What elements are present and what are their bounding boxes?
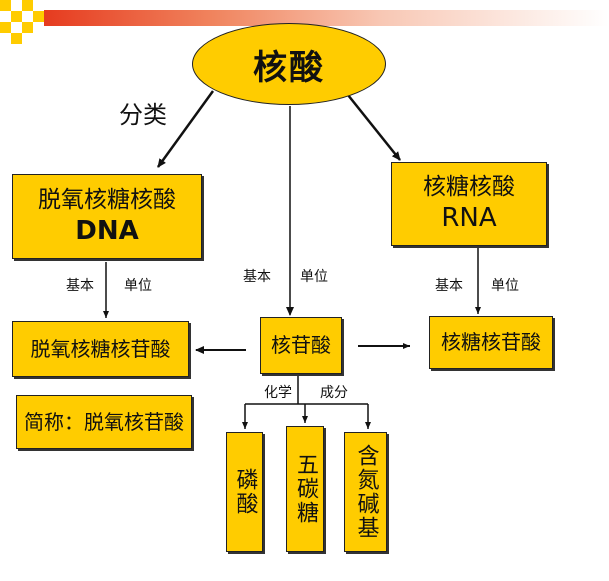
dna-abbr: DNA xyxy=(75,215,139,246)
pentose-node: 五碳糖 xyxy=(286,426,324,552)
deoxy-nucleotide-label: 脱氧核糖核苷酸 xyxy=(30,336,171,361)
rna-name: 核糖核酸 xyxy=(423,174,515,201)
phosphate-label: 磷酸 xyxy=(232,468,258,516)
ribo-nucleotide-node: 核糖核苷酸 xyxy=(429,316,553,369)
rna-node: 核糖核酸 RNA xyxy=(391,162,547,246)
right-unit-label-2: 单位 xyxy=(491,278,519,294)
dna-name: 脱氧核糖核酸 xyxy=(38,186,176,213)
short-name-label: 简称：脱氧核苷酸 xyxy=(24,409,184,434)
composition-label-1: 化学 xyxy=(264,385,292,401)
arrow-root-to-rna xyxy=(339,84,401,161)
arrow-root-to-dna xyxy=(156,90,215,168)
nitrogenous-base-node: 含氮碱基 xyxy=(344,432,387,552)
center-unit-label-1: 基本 xyxy=(243,269,271,285)
nitrogenous-base-label: 含氮碱基 xyxy=(353,444,379,540)
composition-label-2: 成分 xyxy=(320,385,348,401)
dna-node: 脱氧核糖核酸 DNA xyxy=(12,174,202,259)
classify-label: 分类 xyxy=(119,101,167,129)
pentose-label: 五碳糖 xyxy=(293,453,318,525)
corner-decoration xyxy=(0,0,44,44)
nucleotide-label: 核苷酸 xyxy=(271,333,331,357)
ribo-nucleotide-label: 核糖核苷酸 xyxy=(441,330,541,354)
header-band xyxy=(44,10,609,26)
phosphate-node: 磷酸 xyxy=(226,432,263,552)
center-unit-label-2: 单位 xyxy=(300,269,328,285)
rna-abbr: RNA xyxy=(441,203,497,234)
root-node-nucleic-acid: 核酸 xyxy=(192,23,386,105)
short-name-node: 简称：脱氧核苷酸 xyxy=(16,395,192,449)
right-unit-label-1: 基本 xyxy=(435,278,463,294)
deoxy-nucleotide-node: 脱氧核糖核苷酸 xyxy=(12,321,189,377)
left-unit-label-1: 基本 xyxy=(66,278,94,294)
left-unit-label-2: 单位 xyxy=(124,278,152,294)
nucleotide-node: 核苷酸 xyxy=(260,317,342,374)
root-label: 核酸 xyxy=(253,47,325,88)
